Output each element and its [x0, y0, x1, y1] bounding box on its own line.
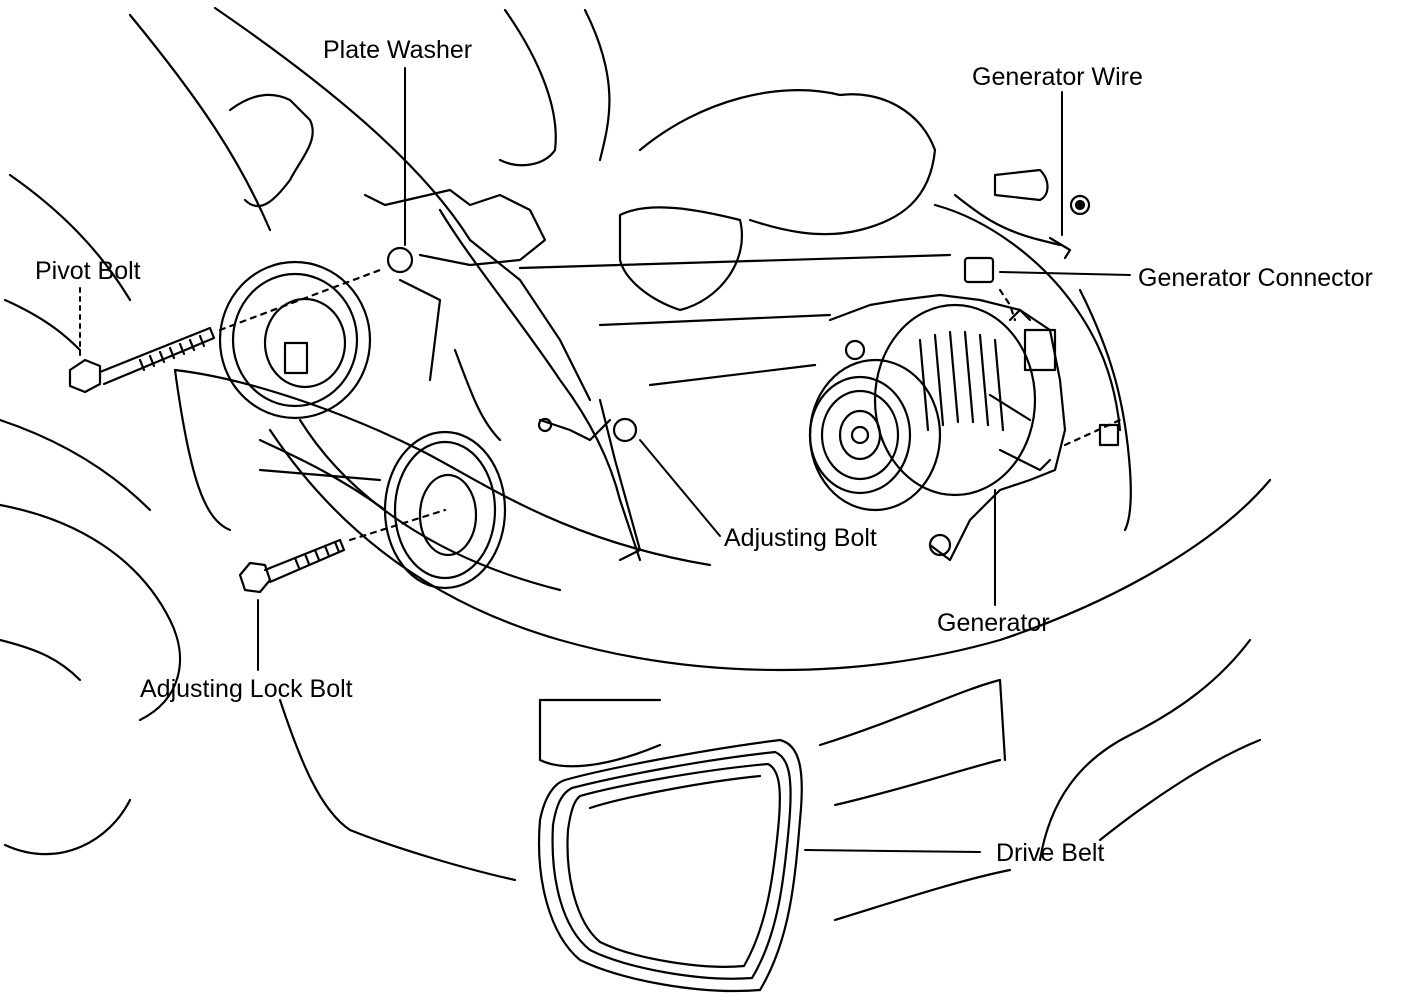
- label-adjusting-lock-bolt: Adjusting Lock Bolt: [140, 675, 353, 703]
- label-generator-connector: Generator Connector: [1138, 264, 1373, 292]
- adjusting-lock-bolt-part: [238, 508, 447, 594]
- generator-part: [808, 293, 1122, 562]
- drive-belt-part: [537, 738, 803, 993]
- drive-belt-leader: [804, 849, 981, 853]
- crankshaft-pulley: [218, 260, 372, 420]
- adjusting-bolt-leader: [639, 439, 721, 537]
- label-generator-wire: Generator Wire: [972, 63, 1143, 91]
- generator-wire-part: [953, 168, 1120, 447]
- label-drive-belt: Drive Belt: [996, 839, 1105, 867]
- leader-lines: [79, 67, 1131, 853]
- engine-block: [228, 89, 1132, 532]
- label-plate-washer: Plate Washer: [323, 36, 473, 64]
- lower-pulley: [258, 430, 507, 590]
- label-pivot-bolt: Pivot Bolt: [35, 257, 141, 285]
- bracket: [386, 208, 642, 562]
- lower-body-outline: [538, 638, 1262, 922]
- label-adjusting-bolt: Adjusting Bolt: [724, 524, 877, 552]
- pivot-bolt-part: [68, 268, 382, 394]
- generator-connector-leader: [999, 271, 1131, 276]
- belt-run: [173, 368, 712, 567]
- label-generator: Generator: [937, 609, 1050, 637]
- engine-body-outline: [0, 6, 1272, 882]
